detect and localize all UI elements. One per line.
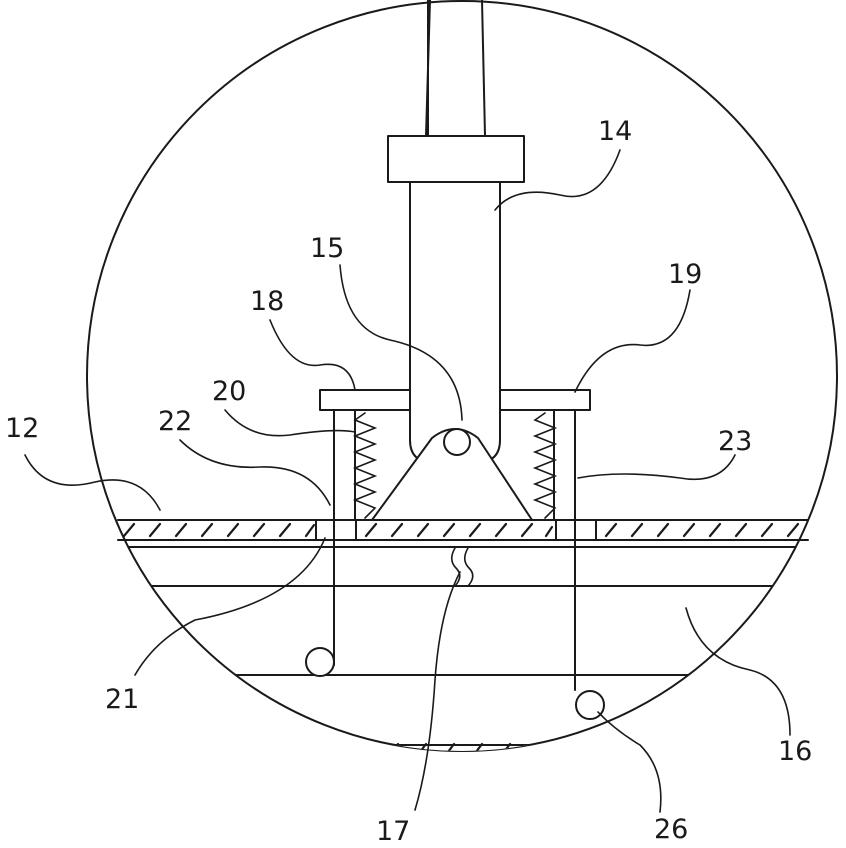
leader-lines (24, 149, 791, 813)
plate-12 (117, 519, 809, 541)
seat-15 (371, 428, 533, 521)
guide-plate-18 (319, 389, 411, 411)
label-12: 12 (5, 413, 39, 444)
label-14: 14 (598, 116, 632, 147)
label-18: 18 (250, 286, 284, 317)
spring-right (532, 412, 558, 519)
label-22: 22 (158, 406, 192, 437)
rod-22 (333, 409, 356, 666)
label-19: 19 (668, 259, 702, 290)
hinge-pin (443, 428, 471, 456)
pulley-26 (575, 690, 605, 720)
rod-23 (553, 409, 576, 691)
spring-20 (352, 412, 378, 519)
label-20: 20 (212, 376, 246, 407)
label-15: 15 (310, 233, 344, 264)
bottom-hatched-band (379, 744, 561, 751)
label-26: 26 (654, 814, 688, 845)
plate-hatch (122, 522, 800, 538)
label-23: 23 (718, 426, 752, 457)
label-16: 16 (778, 736, 812, 767)
label-21: 21 (105, 684, 139, 715)
rod-14 (387, 0, 525, 463)
pulley-left (305, 647, 335, 677)
guide-plate-19 (499, 389, 591, 411)
label-17: 17 (376, 816, 410, 847)
cable-17 (450, 547, 474, 587)
part-labels: 12 14 15 16 17 18 19 20 21 22 23 26 (5, 116, 812, 847)
